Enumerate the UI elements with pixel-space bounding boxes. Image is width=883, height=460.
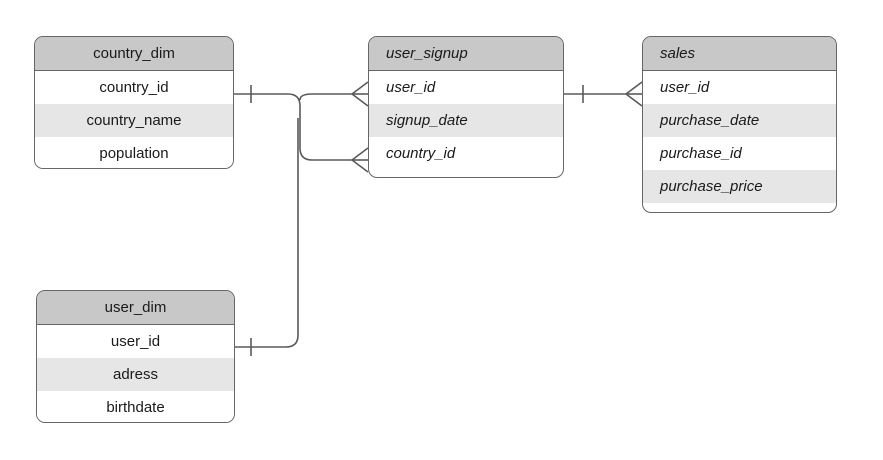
- attribute-row[interactable]: adress: [37, 358, 234, 391]
- attribute-row[interactable]: purchase_id: [643, 137, 836, 170]
- link-path-user-dim: [235, 118, 299, 348]
- crowsfoot-sales-user-id: [625, 81, 643, 107]
- attribute-row[interactable]: population: [35, 137, 233, 168]
- crowsfoot-user-signup-user-id: [351, 81, 369, 107]
- relationship-user-signup-sales: [564, 81, 643, 107]
- entity-sales[interactable]: sales user_id purchase_date purchase_id …: [642, 36, 837, 213]
- entity-title-user-dim: user_dim: [37, 291, 234, 325]
- relationship-user-dim-user-signup: [235, 118, 299, 356]
- attribute-row[interactable]: country_name: [35, 104, 233, 137]
- attribute-row[interactable]: user_id: [643, 71, 836, 104]
- entity-country-dim[interactable]: country_dim country_id country_name popu…: [34, 36, 234, 169]
- entity-title-user-signup: user_signup: [369, 37, 563, 71]
- entity-title-sales: sales: [643, 37, 836, 71]
- crowsfoot-user-signup-country-id: [351, 147, 369, 173]
- attribute-row[interactable]: user_id: [37, 325, 234, 358]
- attribute-row[interactable]: purchase_price: [643, 170, 836, 203]
- link-path-country-id: [234, 93, 352, 161]
- entity-user-dim[interactable]: user_dim user_id adress birthdate: [36, 290, 235, 423]
- attribute-row[interactable]: user_id: [369, 71, 563, 104]
- attribute-row[interactable]: country_id: [369, 137, 563, 170]
- attribute-row[interactable]: birthdate: [37, 391, 234, 422]
- link-path-user-signup-top: [299, 93, 352, 101]
- attribute-row[interactable]: signup_date: [369, 104, 563, 137]
- entity-title-country-dim: country_dim: [35, 37, 233, 71]
- attribute-row[interactable]: purchase_date: [643, 104, 836, 137]
- entity-user-signup[interactable]: user_signup user_id signup_date country_…: [368, 36, 564, 178]
- attribute-row[interactable]: country_id: [35, 71, 233, 104]
- relationship-country-dim-user-signup: [234, 81, 369, 173]
